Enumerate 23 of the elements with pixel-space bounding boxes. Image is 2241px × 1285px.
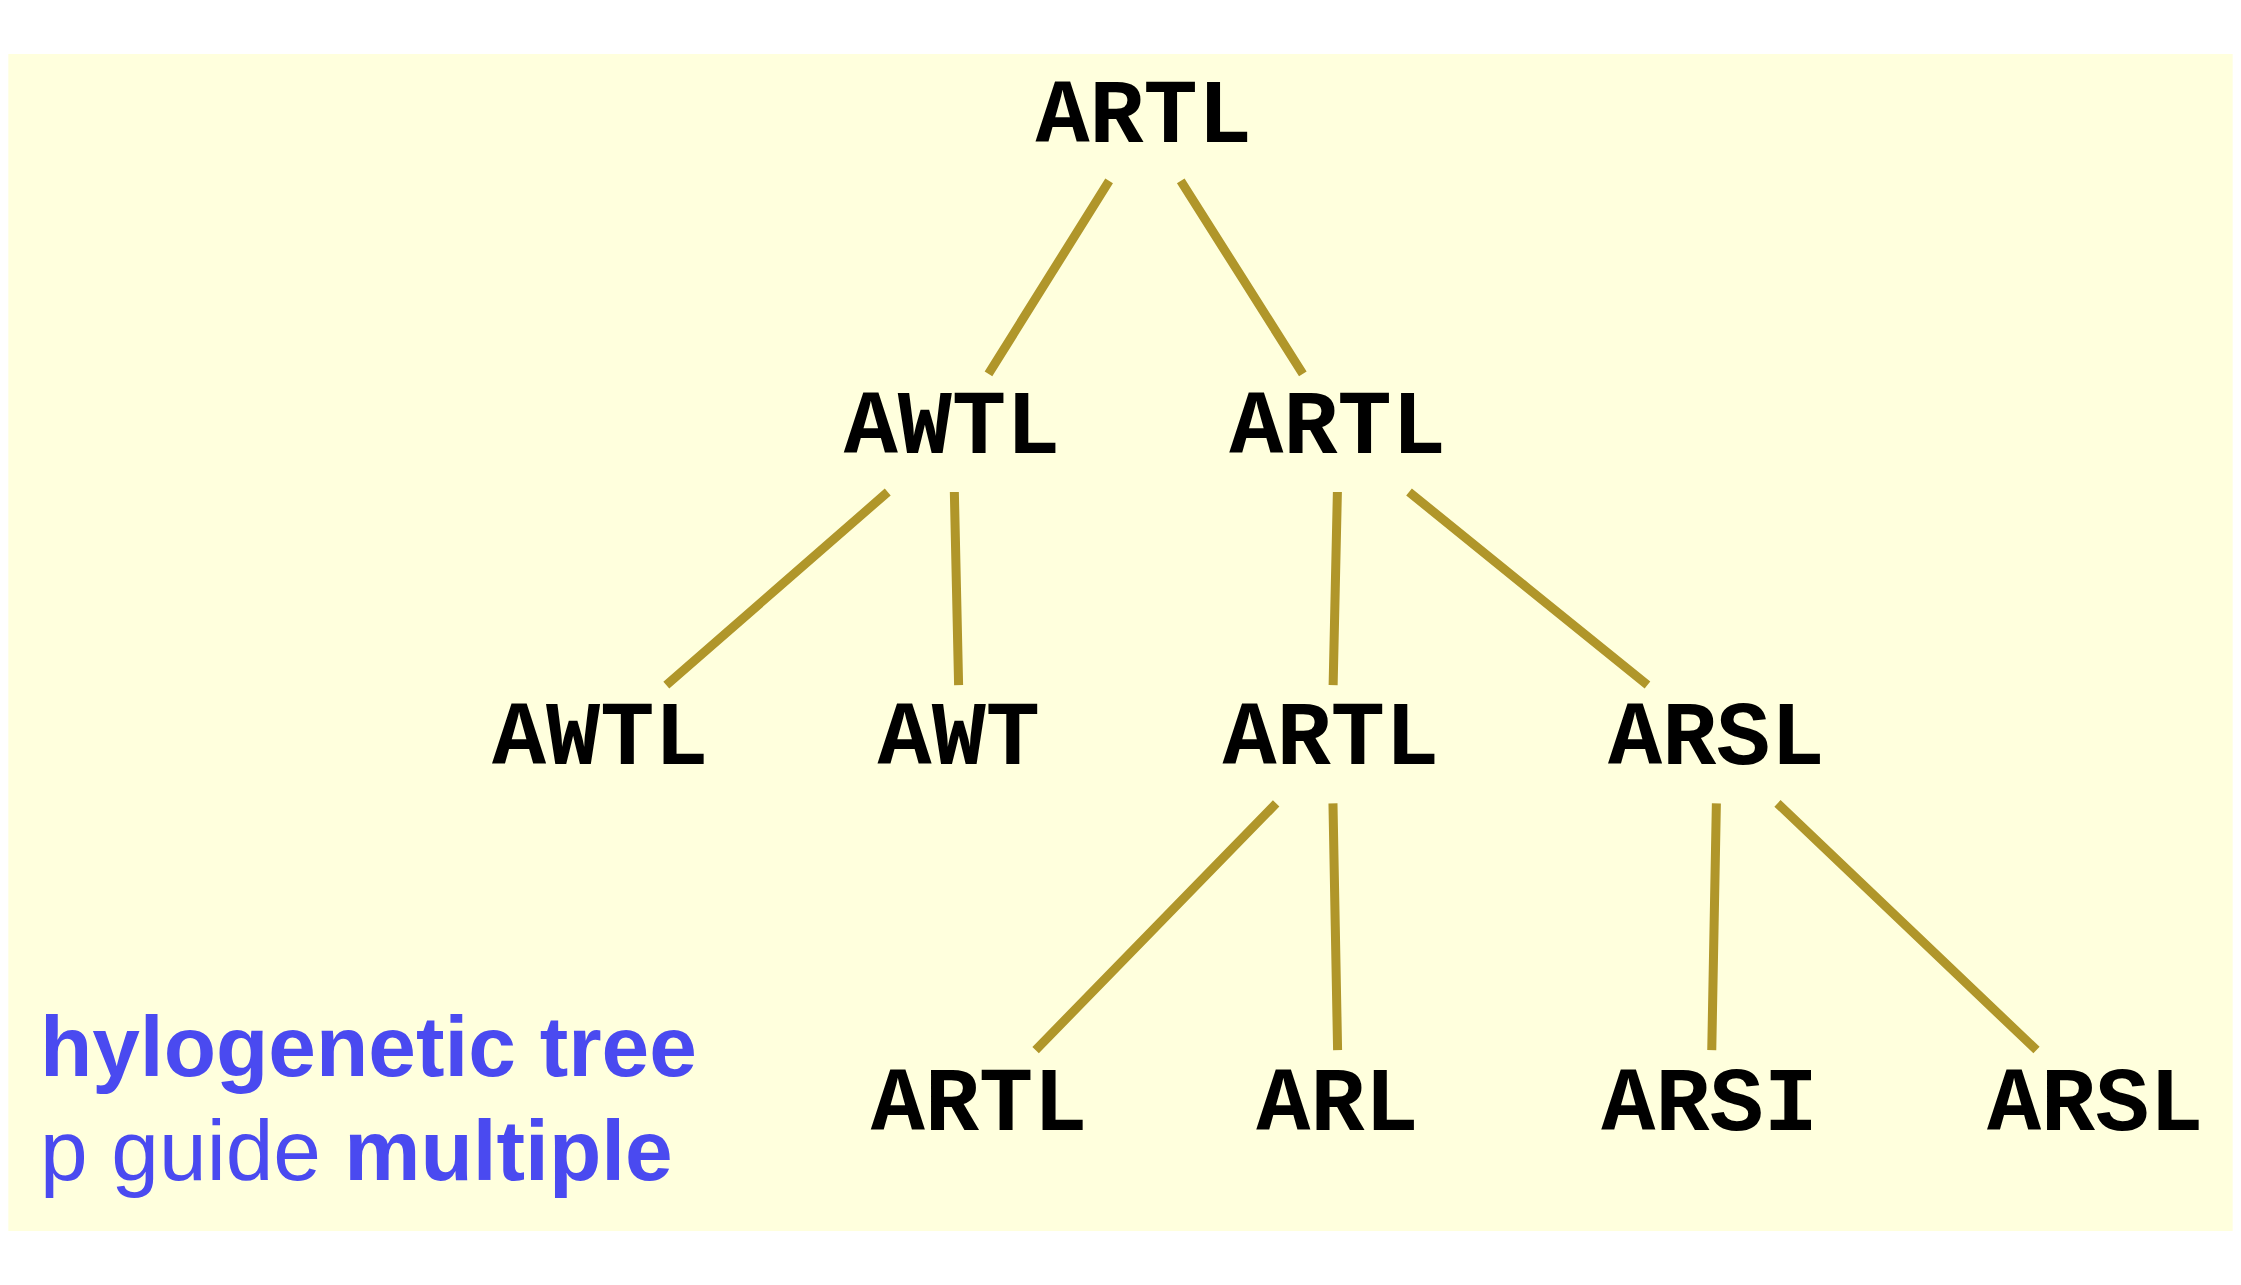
node-text: ARTL (1035, 66, 1252, 169)
node-text: ARTL (1229, 378, 1446, 481)
connector (1707, 803, 1721, 1051)
connector (1406, 488, 1651, 689)
connector (984, 178, 1113, 377)
connector (1176, 178, 1307, 377)
node-text: ARSL (1986, 1054, 2204, 1157)
connector (1774, 800, 2040, 1054)
node-text: AWTL (843, 378, 1061, 481)
connector (1328, 491, 1342, 686)
node-text: AWT (877, 689, 1040, 792)
node-text: ARTL (1222, 689, 1440, 792)
label: p guide multiple (39, 1102, 673, 1199)
node-text: ARTL (870, 1054, 1088, 1157)
connector (1032, 800, 1280, 1054)
label: hylogenetic tree (39, 998, 697, 1095)
node-text: ARL (1256, 1054, 1419, 1157)
node-text: ARSL (1608, 689, 1825, 792)
connector (949, 491, 964, 686)
node-text: AWTL (491, 689, 709, 792)
connector (663, 488, 891, 689)
connector (1328, 803, 1343, 1051)
node-text: ARSI (1601, 1054, 1818, 1157)
